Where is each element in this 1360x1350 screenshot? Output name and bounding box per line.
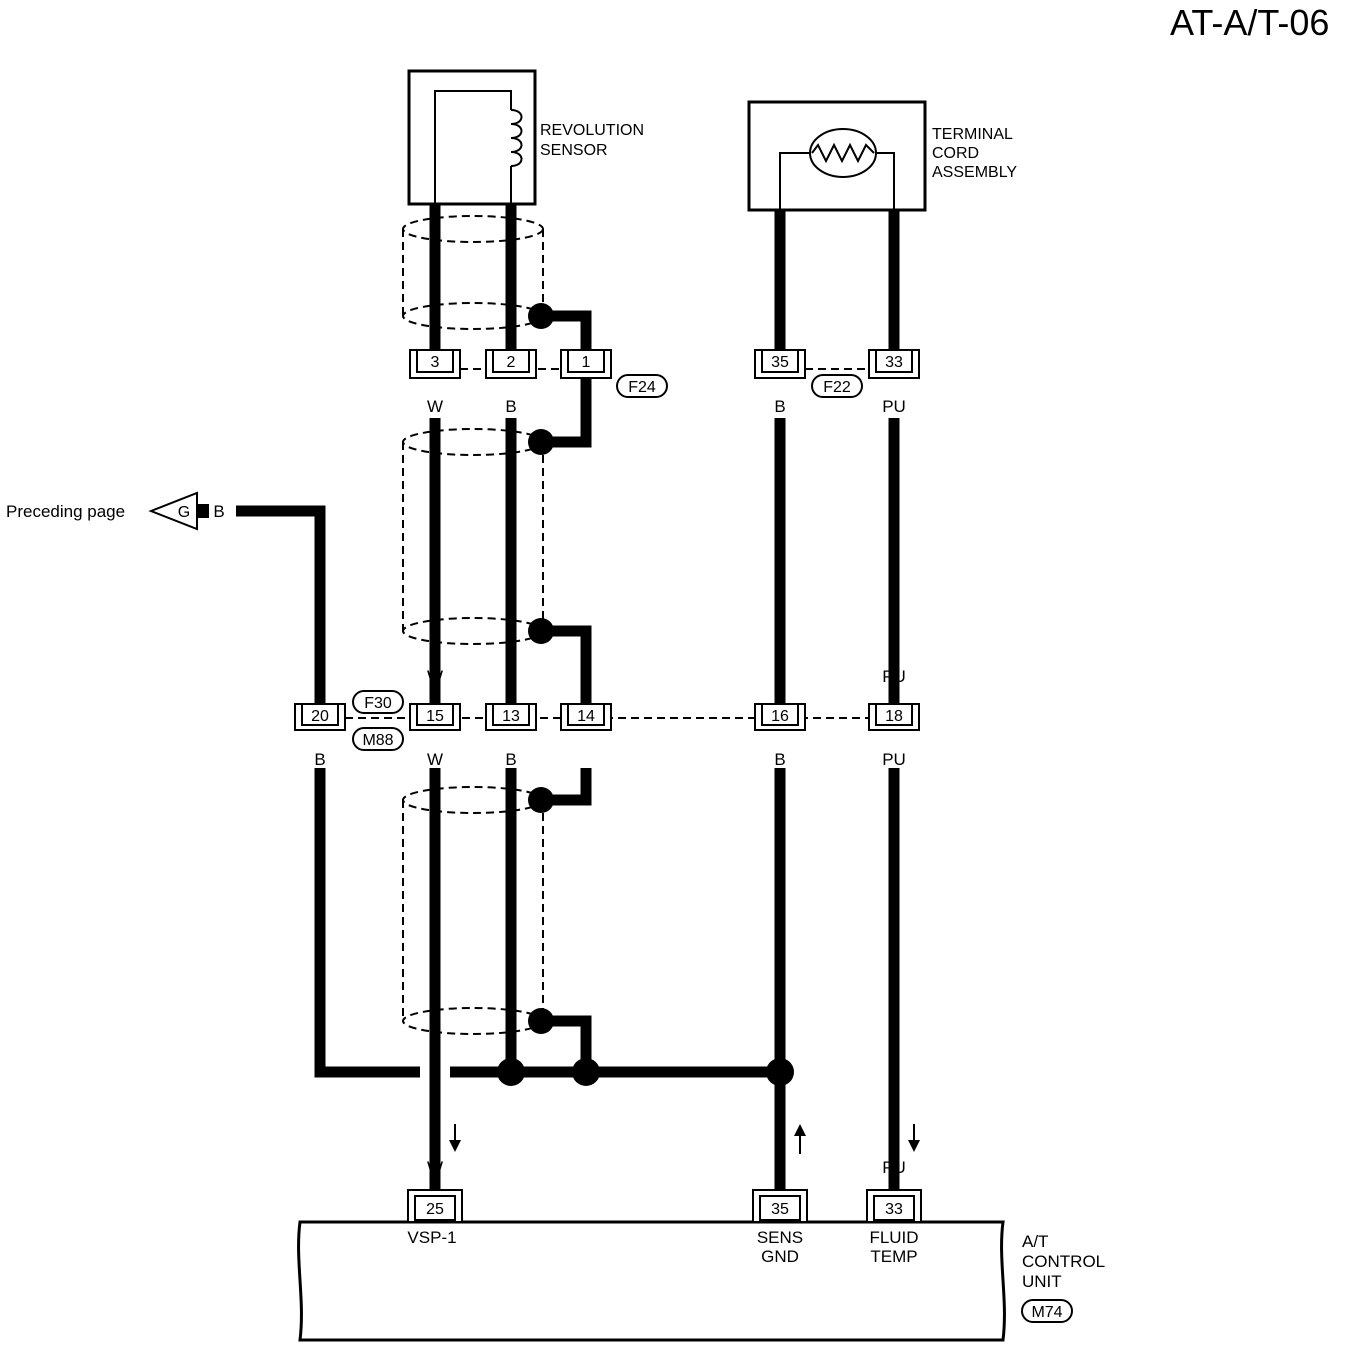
off-page-marker: G: [178, 504, 190, 521]
svg-text:16: 16: [771, 708, 789, 725]
wire-color-label: PU: [882, 667, 906, 686]
svg-text:13: 13: [502, 708, 520, 725]
wire-color-label: B: [774, 397, 785, 416]
shield-middle: [402, 428, 544, 645]
pin-f30-18: 18: [868, 703, 920, 731]
arrow-down-icon: [449, 1124, 461, 1152]
svg-text:15: 15: [426, 708, 444, 725]
svg-text:33: 33: [885, 354, 903, 371]
arrow-up-icon: [794, 1124, 806, 1154]
control-unit-label-1: A/T: [1022, 1232, 1048, 1251]
connector-f30-m88: 20 15 13 14 16 18 F30 M88: [294, 690, 920, 751]
preceding-page-marker: Preceding page G B: [6, 491, 225, 531]
svg-text:35: 35: [771, 1201, 789, 1218]
pin-m74-25: 25: [407, 1189, 463, 1223]
signal-arrows: [449, 1124, 920, 1154]
pin-f30-15: 15: [409, 703, 461, 731]
connector-f22: 35 33 F22: [754, 349, 920, 398]
pin-f24-3: 3: [409, 349, 461, 379]
terminal-fluid-label-1: FLUID: [869, 1228, 918, 1247]
wire-color-label: B: [774, 1158, 785, 1177]
wire-color-label: W: [427, 750, 443, 769]
pin-m74-35: 35: [752, 1189, 808, 1223]
revolution-sensor-label-1: REVOLUTION: [540, 122, 644, 139]
wire-color-label: B: [774, 667, 785, 686]
pin-f30-16: 16: [754, 703, 806, 731]
connector-f22-label: F22: [823, 379, 851, 396]
control-unit-label-3: UNIT: [1022, 1272, 1062, 1291]
shield-lower: [402, 786, 544, 1035]
connector-m74-label: M74: [1031, 1304, 1062, 1321]
wire-color-label: PU: [882, 397, 906, 416]
wire-color-label: PU: [882, 750, 906, 769]
svg-text:1: 1: [582, 354, 591, 371]
connector-f24-label: F24: [628, 379, 656, 396]
revolution-sensor: [407, 69, 537, 206]
pin-f22-33: 33: [868, 349, 920, 379]
junction-dots: [497, 303, 794, 1086]
wire-color-label: PU: [882, 1158, 906, 1177]
tca-label-3: ASSEMBLY: [932, 164, 1017, 181]
wire-color-label: B: [505, 667, 516, 686]
preceding-page-label: Preceding page: [6, 502, 125, 521]
wire-color-label: W: [427, 1158, 443, 1177]
svg-text:20: 20: [311, 708, 329, 725]
svg-text:25: 25: [426, 1201, 444, 1218]
wire-color-label: W: [427, 667, 443, 686]
pin-f30-13: 13: [485, 703, 537, 731]
tca-label-2: CORD: [932, 145, 979, 162]
control-unit-m74: 25 35 33 VSP-1 SENS GND FLUID TEMP A/T C…: [297, 1189, 1105, 1342]
page-id: AT-A/T-06: [1170, 2, 1329, 43]
pin-f30-14: 14: [560, 703, 612, 731]
pin-f22-35: 35: [754, 349, 806, 379]
svg-text:18: 18: [885, 708, 903, 725]
arrow-down-icon: [908, 1124, 920, 1152]
svg-text:3: 3: [431, 354, 440, 371]
wire-color-label: B: [314, 667, 325, 686]
pin-f30-20: 20: [294, 703, 346, 731]
control-unit-label-2: CONTROL: [1022, 1252, 1105, 1271]
terminal-sens-label-1: SENS: [757, 1228, 803, 1247]
svg-text:33: 33: [885, 1201, 903, 1218]
revolution-sensor-label-2: SENSOR: [540, 142, 608, 159]
connector-m88-label: M88: [362, 732, 393, 749]
wire-color-labels: W B B PU B W B B PU B W B B PU W B PU: [314, 397, 905, 1177]
wire-color-label: B: [505, 750, 516, 769]
svg-text:35: 35: [771, 354, 789, 371]
svg-text:14: 14: [577, 708, 595, 725]
pin-f24-1: 1: [560, 349, 612, 379]
terminal-vsp1: VSP-1: [407, 1228, 456, 1247]
wire-color-label: B: [505, 397, 516, 416]
pin-f24-2: 2: [485, 349, 537, 379]
svg-text:2: 2: [507, 354, 516, 371]
wire-color-label: W: [427, 397, 443, 416]
wire-color-label: B: [314, 750, 325, 769]
tca-label-1: TERMINAL: [932, 126, 1013, 143]
connector-f30-label: F30: [364, 695, 392, 712]
wire-color-label: B: [774, 750, 785, 769]
off-page-connector-icon: [148, 491, 198, 531]
terminal-cord-assembly: [747, 100, 927, 212]
terminal-sens-label-2: GND: [761, 1247, 799, 1266]
shield-upper: [402, 215, 544, 330]
wire-color-label: B: [213, 502, 224, 521]
pin-m74-33: 33: [866, 1189, 922, 1223]
resistor-icon: [811, 142, 875, 164]
terminal-fluid-label-2: TEMP: [870, 1247, 917, 1266]
connector-f24: 3 2 1 F24: [409, 349, 668, 398]
